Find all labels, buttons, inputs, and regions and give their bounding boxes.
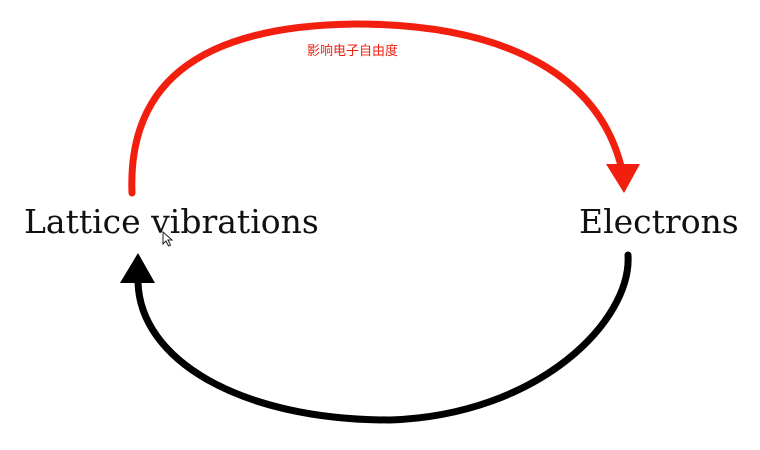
edge-electrons-to-lattice	[134, 251, 632, 424]
mouse-cursor-icon	[162, 231, 174, 247]
edge-label-lattice-to-electrons: 影响电子自由度	[307, 44, 399, 59]
edge-lattice-to-electrons	[128, 20, 626, 197]
node-lattice-vibrations: Lattice vibrations	[24, 202, 319, 241]
arrowhead-lattice	[120, 253, 155, 283]
node-electrons: Electrons	[579, 202, 739, 241]
arrowhead-electrons	[606, 164, 640, 193]
